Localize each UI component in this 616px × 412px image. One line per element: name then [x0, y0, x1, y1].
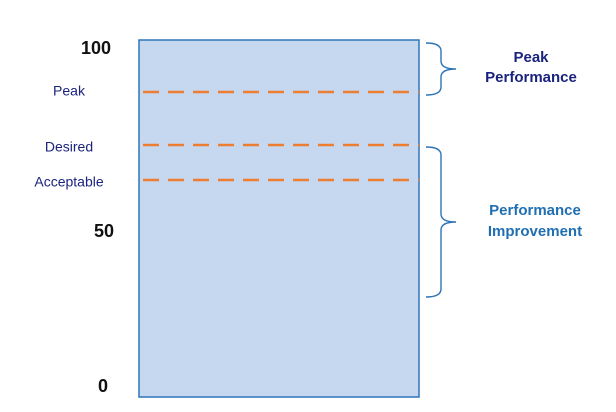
- peak-performance-brace: [425, 42, 457, 96]
- tick-label-100: 100: [81, 38, 111, 58]
- peak-level-label: Peak: [53, 83, 86, 99]
- performance-improvement-label-line-1: Performance: [489, 202, 581, 219]
- scale-ticks: 100 50 0: [81, 38, 114, 396]
- tick-label-50: 50: [94, 221, 114, 241]
- peak-performance-label-line-1: Peak: [513, 49, 549, 66]
- peak-performance-label-line-2: Performance: [485, 69, 577, 86]
- desired-level-label: Desired: [45, 139, 93, 155]
- scale-bar: [138, 39, 420, 398]
- performance-improvement-label-line-2: Improvement: [488, 223, 582, 240]
- tick-label-0: 0: [98, 376, 108, 396]
- performance-improvement-brace: [425, 146, 457, 298]
- acceptable-level-label: Acceptable: [34, 174, 103, 190]
